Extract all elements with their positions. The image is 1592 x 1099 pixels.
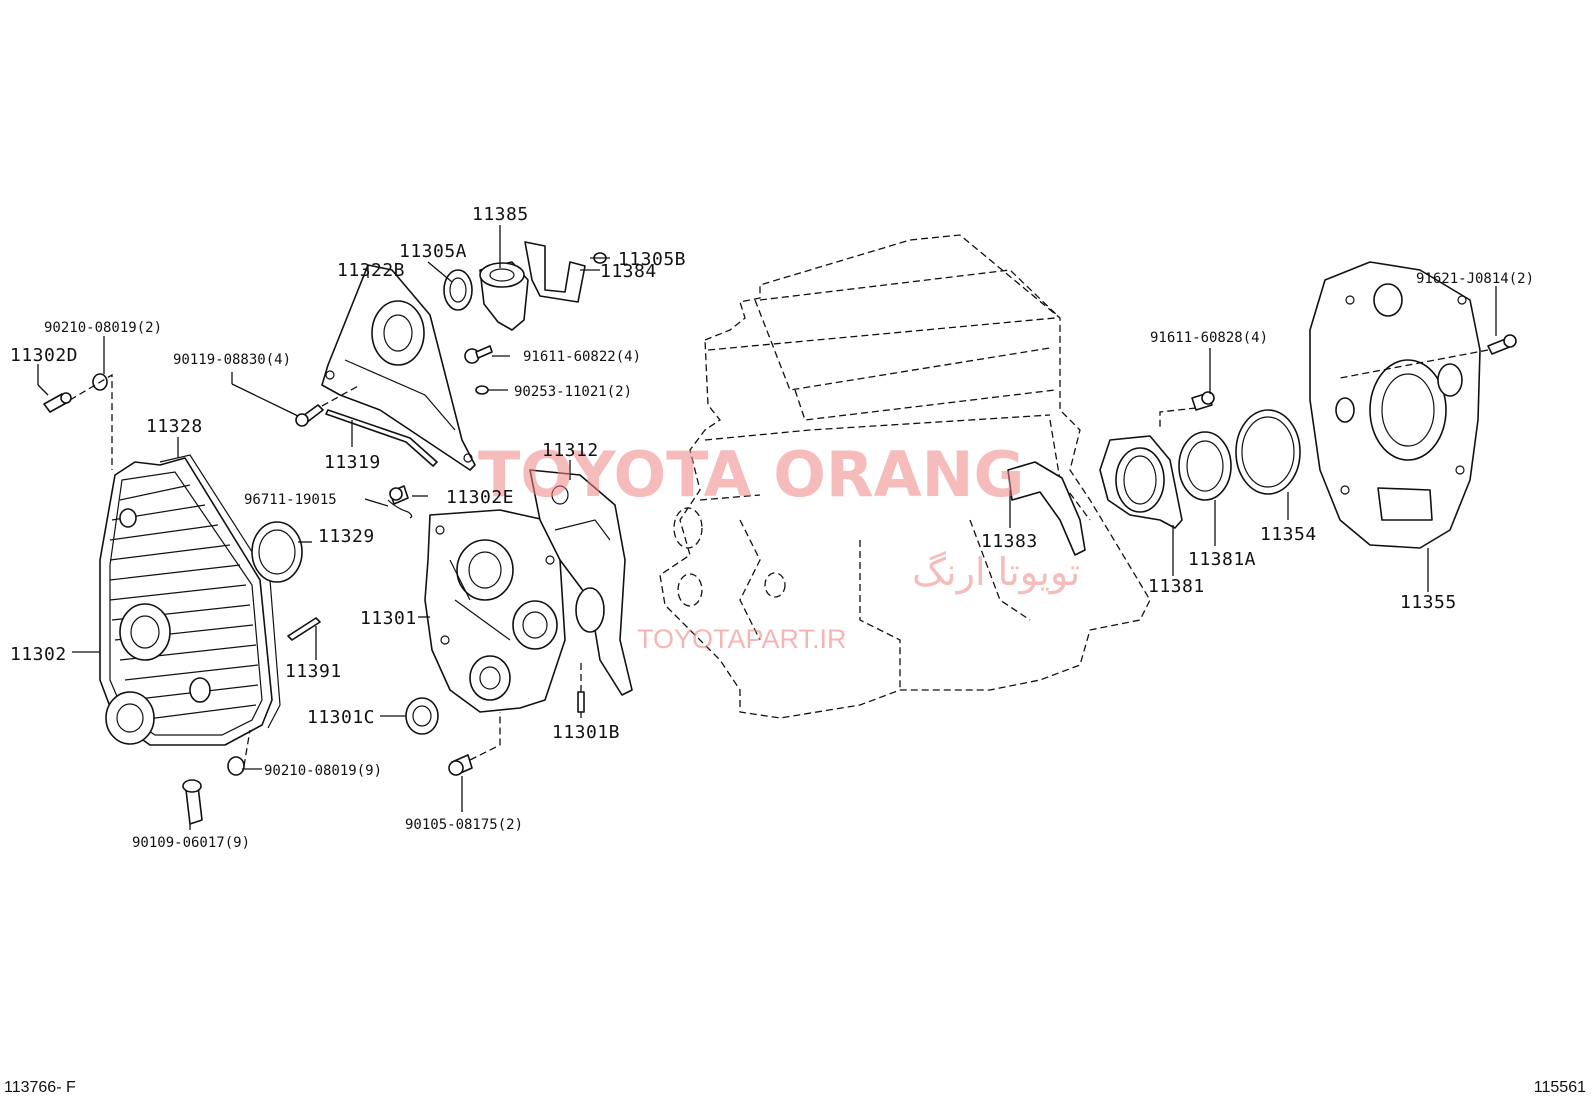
label-11381A: 11381A bbox=[1188, 549, 1256, 570]
label-11381: 11381 bbox=[1148, 576, 1205, 597]
timing-case-11301 bbox=[424, 509, 566, 713]
label-11384: 11384 bbox=[600, 261, 657, 282]
pin-11391 bbox=[287, 617, 321, 641]
retainer-11381 bbox=[1099, 435, 1183, 529]
label-90253: 90253-11021(2) bbox=[514, 384, 632, 400]
label-11355: 11355 bbox=[1400, 592, 1457, 613]
seal-11329 bbox=[251, 521, 303, 583]
label-11301: 11301 bbox=[360, 608, 417, 629]
bolt-90109 bbox=[182, 779, 203, 825]
watermark-url: TOYOTAPART.IR bbox=[637, 624, 847, 654]
watermark-brand: TOYOTA ORANG bbox=[478, 438, 1024, 511]
gasket-11384 bbox=[524, 241, 586, 303]
bolt-91611-b bbox=[1191, 391, 1215, 411]
label-11305B: 11305B bbox=[618, 249, 686, 270]
label-11385: 11385 bbox=[472, 204, 529, 225]
ring-11354 bbox=[1235, 409, 1301, 495]
label-11391: 11391 bbox=[285, 661, 342, 682]
label-90210-bottom: 90210-08019(9) bbox=[264, 763, 382, 779]
label-90105: 90105-08175(2) bbox=[405, 817, 523, 833]
footer-left-code: 113766- F bbox=[4, 1079, 76, 1096]
upper-cover-11322B bbox=[321, 264, 476, 471]
label-90109: 90109-06017(9) bbox=[132, 835, 250, 851]
label-11322B: 11322B bbox=[337, 260, 405, 281]
label-96711: 96711-19015 bbox=[244, 492, 337, 508]
label-91611-a: 91611-60822(4) bbox=[523, 349, 641, 365]
label-11383: 11383 bbox=[981, 531, 1038, 552]
label-91611-b: 91611-60828(4) bbox=[1150, 330, 1268, 346]
leader-lines bbox=[37, 225, 1497, 830]
bolt-91621 bbox=[1487, 334, 1517, 355]
engine-block bbox=[659, 234, 1151, 719]
seal-11381A bbox=[1178, 431, 1232, 501]
gasket-11312 bbox=[529, 469, 633, 696]
bolt-11302E bbox=[389, 485, 409, 505]
nut-90210-bottom bbox=[227, 756, 245, 776]
bolt-90119 bbox=[295, 404, 324, 427]
label-11302E: 11302E bbox=[446, 487, 514, 508]
label-11329: 11329 bbox=[318, 526, 375, 547]
label-11354: 11354 bbox=[1260, 524, 1317, 545]
label-91621: 91621-J0814(2) bbox=[1416, 271, 1534, 287]
seal-11301C bbox=[405, 697, 439, 735]
pin-90253 bbox=[475, 385, 489, 395]
housing-11385 bbox=[479, 261, 529, 331]
part-labels: 11385 11305A 11305B 11322B 11384 90210-0… bbox=[10, 204, 1534, 851]
clip-96711 bbox=[387, 499, 413, 519]
label-11305A: 11305A bbox=[399, 241, 467, 262]
stud-11301B bbox=[577, 691, 585, 713]
label-11312: 11312 bbox=[542, 440, 599, 461]
label-11319: 11319 bbox=[324, 452, 381, 473]
rod-11319 bbox=[325, 409, 438, 467]
end-plate-11355 bbox=[1309, 261, 1481, 549]
label-11328: 11328 bbox=[146, 416, 203, 437]
seal-11305A bbox=[443, 269, 473, 311]
bolt-91611-a bbox=[464, 345, 493, 364]
label-11301C: 11301C bbox=[307, 707, 375, 728]
label-11302D: 11302D bbox=[10, 345, 78, 366]
watermark-persian: تویوتا ارنگ bbox=[912, 550, 1080, 595]
bolt-90105 bbox=[448, 754, 473, 776]
timing-cover-11302 bbox=[99, 457, 273, 746]
bolt-11302D bbox=[43, 392, 72, 413]
label-11301B: 11301B bbox=[552, 722, 620, 743]
watermark: TOYOTA ORANG تویوتا ارنگ TOYOTAPART.IR bbox=[478, 438, 1080, 654]
footer-right-code: 115561 bbox=[1534, 1079, 1586, 1096]
label-11302: 11302 bbox=[10, 644, 67, 665]
label-90119: 90119-08830(4) bbox=[173, 352, 291, 368]
plate-11383 bbox=[1007, 461, 1086, 556]
label-90210-top: 90210-08019(2) bbox=[44, 320, 162, 336]
